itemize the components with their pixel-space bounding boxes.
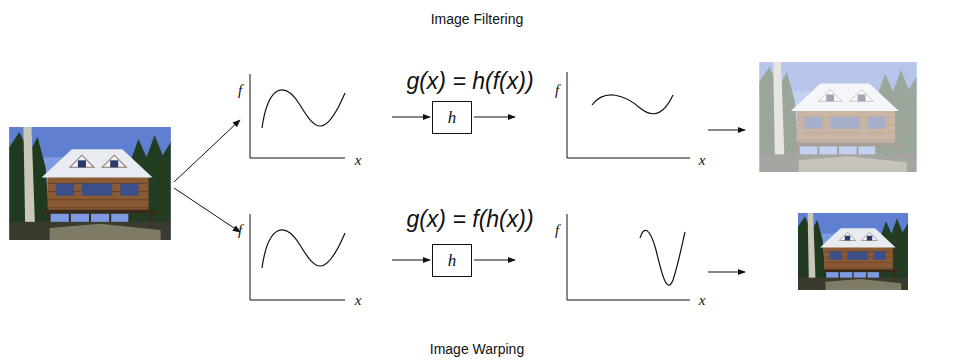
flow-arrow — [474, 117, 515, 118]
operator-box: h — [432, 101, 472, 134]
formula: g(x) = h(f(x)) — [406, 69, 533, 94]
axis-label: f — [238, 222, 242, 239]
signal-curve — [640, 230, 685, 285]
row-title: Image Filtering — [431, 12, 524, 27]
axis-label: x — [699, 292, 706, 309]
axis-label: f — [555, 222, 559, 239]
plot-axes — [567, 214, 690, 300]
flow-arrow — [392, 260, 430, 261]
plot-axes — [250, 74, 345, 158]
result-arrow — [708, 130, 745, 131]
split-arrow — [174, 188, 240, 232]
flow-arrow — [392, 117, 430, 118]
operator-label: h — [448, 109, 457, 126]
signal-curve — [262, 90, 345, 128]
signal-curve — [262, 230, 345, 268]
operator-box: h — [432, 244, 472, 277]
row-title: Image Warping — [430, 342, 524, 357]
axis-label: f — [238, 82, 242, 99]
photo-warped — [798, 213, 908, 290]
axis-label: x — [699, 152, 706, 169]
axis-label: f — [555, 82, 559, 99]
signal-curve — [592, 95, 673, 114]
result-arrow — [708, 272, 745, 273]
axis-label: x — [355, 292, 362, 309]
filter-wash — [757, 62, 919, 172]
photo-original — [9, 127, 170, 240]
formula: g(x) = f(h(x)) — [406, 207, 533, 232]
operator-label: h — [448, 252, 457, 269]
plot-axes — [250, 214, 345, 300]
plot-axes — [567, 72, 690, 158]
split-arrow — [174, 120, 240, 182]
flow-arrow — [474, 260, 515, 261]
axis-label: x — [355, 152, 362, 169]
